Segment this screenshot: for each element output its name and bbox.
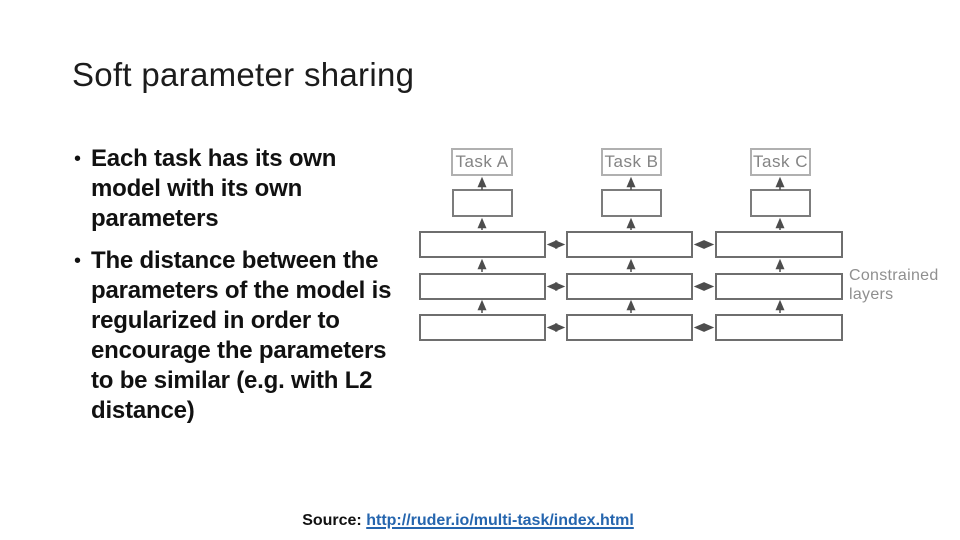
task-b-layer3-box [566,231,693,258]
bullet-item: • The distance between the parameters of… [74,246,419,426]
source-label: Source: [302,512,362,529]
task-a-layer2-box [419,273,546,300]
task-c-top-layer-box [750,189,811,217]
bullet-marker: • [74,250,82,272]
task-a-label-box: Task A [451,148,513,176]
task-b-label-box: Task B [601,148,662,176]
bullet-list: • Each task has its own model with its o… [74,144,419,438]
bullet-text: The distance between the parameters of t… [91,247,392,424]
task-b-top-layer-box [601,189,662,217]
source-line: Source: http://ruder.io/multi-task/index… [0,512,936,530]
source-link[interactable]: http://ruder.io/multi-task/index.html [366,512,634,529]
task-a-layer1-box [419,314,546,341]
task-c-layer1-box [715,314,843,341]
bullet-text: Each task has its own model with its own… [91,145,337,232]
bullet-item: • Each task has its own model with its o… [74,144,419,234]
task-b-layer2-box [566,273,693,300]
task-b-layer1-box [566,314,693,341]
bullet-marker: • [74,148,82,170]
task-c-label-box: Task C [750,148,811,176]
slide-title: Soft parameter sharing [72,56,415,93]
constrained-layers-label: Constrained layers [849,267,939,303]
task-a-layer3-box [419,231,546,258]
task-c-layer2-box [715,273,843,300]
task-c-layer3-box [715,231,843,258]
task-a-top-layer-box [452,189,513,217]
